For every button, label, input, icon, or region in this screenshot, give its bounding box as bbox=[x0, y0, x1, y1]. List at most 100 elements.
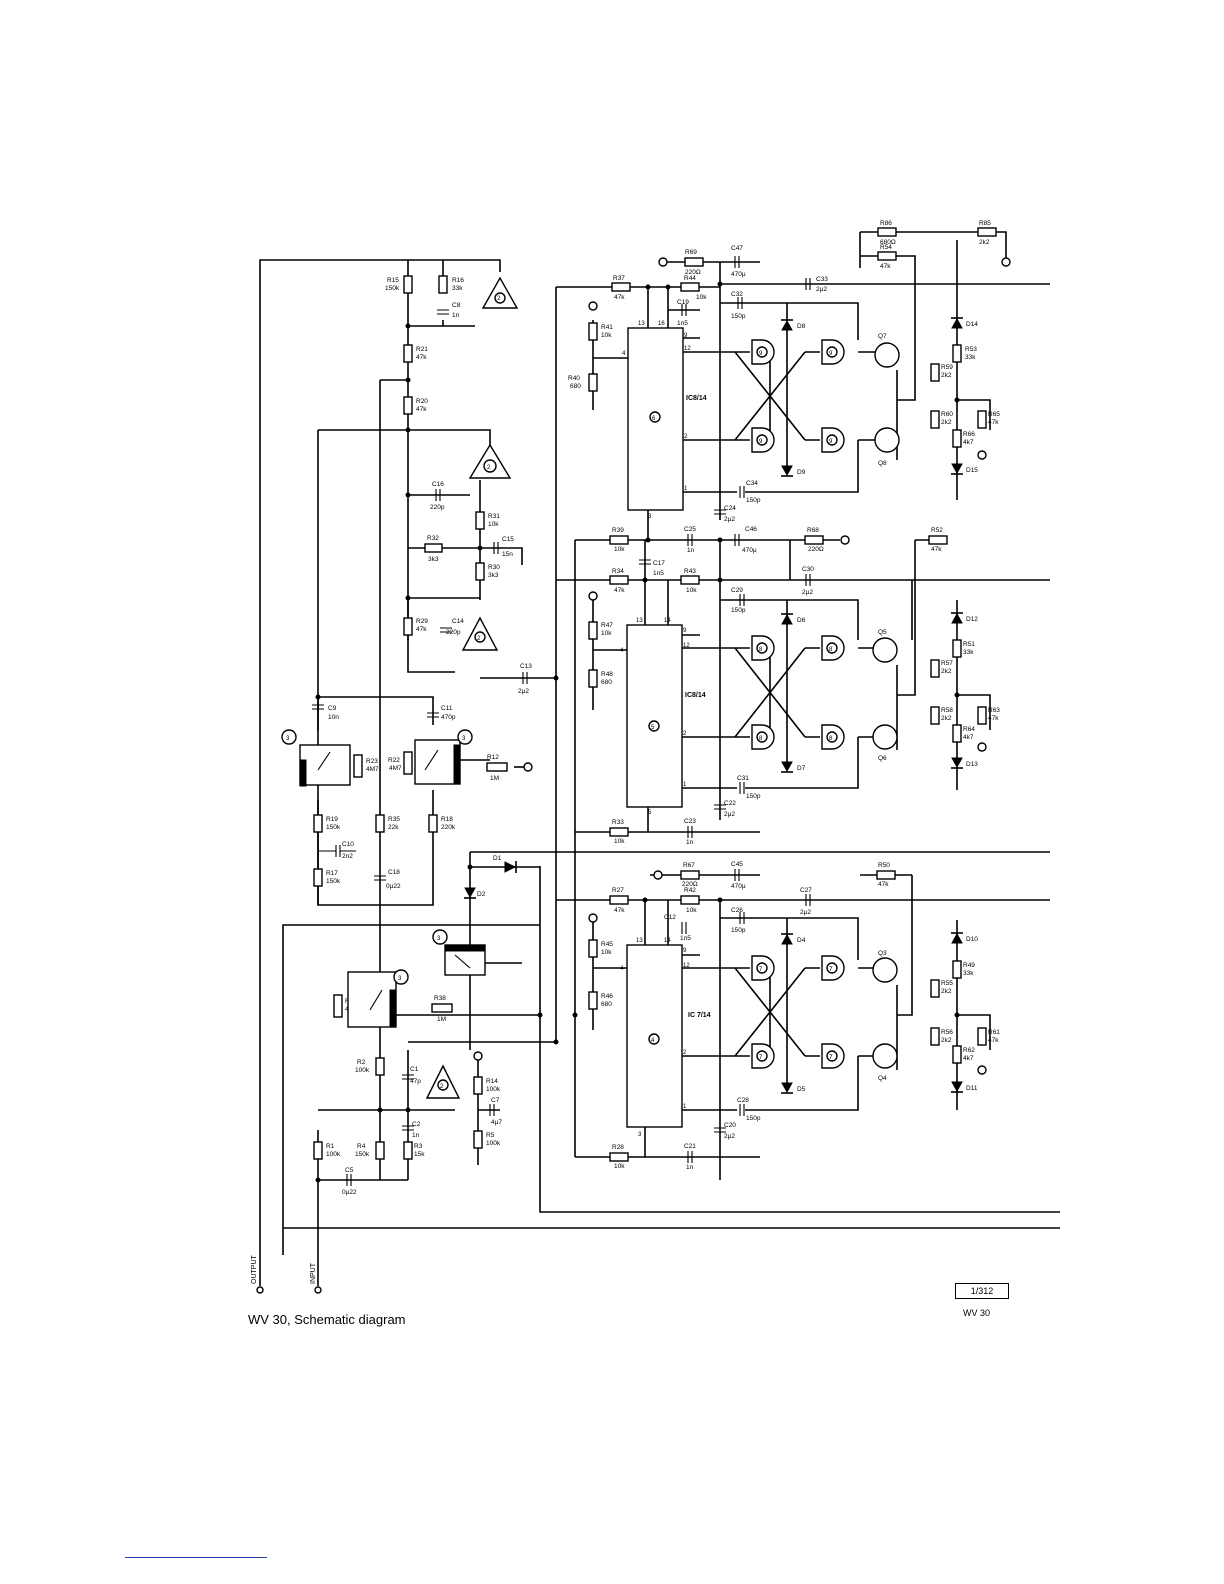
svg-text:1M: 1M bbox=[437, 1016, 446, 1023]
svg-text:2μ2: 2μ2 bbox=[800, 909, 811, 916]
middle-components: R39 10k C25 1n C46 470μ R68 220Ω R52 47k… bbox=[588, 526, 1000, 846]
svg-text:R19: R19 bbox=[326, 816, 338, 823]
svg-text:R69: R69 bbox=[685, 249, 697, 256]
svg-text:Q5: Q5 bbox=[878, 629, 887, 636]
svg-text:22k: 22k bbox=[388, 824, 399, 831]
svg-text:33k: 33k bbox=[963, 970, 974, 977]
svg-text:C31: C31 bbox=[737, 775, 749, 782]
svg-text:D12: D12 bbox=[966, 616, 978, 623]
resistor-R1 bbox=[313, 1141, 323, 1160]
svg-text:R47: R47 bbox=[601, 622, 613, 629]
svg-text:4k7: 4k7 bbox=[963, 1055, 974, 1062]
channel-bottom: 4 IC 7/14 13 14 4 12 2 1 3 9 7 7 7 7 bbox=[588, 870, 991, 1180]
svg-text:7: 7 bbox=[759, 967, 763, 973]
svg-text:47k: 47k bbox=[614, 907, 625, 914]
svg-text:C22: C22 bbox=[724, 800, 736, 807]
svg-text:8: 8 bbox=[829, 647, 833, 653]
svg-text:D15: D15 bbox=[966, 467, 978, 474]
svg-text:IC8/14: IC8/14 bbox=[685, 692, 706, 699]
svg-text:3: 3 bbox=[437, 936, 441, 942]
svg-text:2k2: 2k2 bbox=[941, 668, 952, 675]
svg-text:9: 9 bbox=[683, 628, 687, 634]
svg-text:8: 8 bbox=[829, 736, 833, 742]
svg-text:150k: 150k bbox=[326, 878, 341, 885]
svg-text:R37: R37 bbox=[613, 275, 625, 282]
svg-text:6: 6 bbox=[652, 416, 656, 422]
svg-text:1n5: 1n5 bbox=[680, 935, 691, 942]
svg-text:D5: D5 bbox=[797, 1086, 806, 1093]
svg-text:C19: C19 bbox=[677, 299, 689, 306]
input-label: INPUT bbox=[310, 1262, 317, 1284]
drawing-reference-sub: WV 30 bbox=[963, 1308, 991, 1318]
svg-text:C7: C7 bbox=[491, 1097, 500, 1104]
svg-text:2: 2 bbox=[683, 731, 687, 737]
svg-text:C29: C29 bbox=[731, 587, 743, 594]
resistor-R3 bbox=[403, 1141, 413, 1160]
svg-text:13: 13 bbox=[636, 618, 643, 624]
svg-text:C46: C46 bbox=[745, 526, 757, 533]
svg-text:D8: D8 bbox=[797, 323, 806, 330]
svg-text:15k: 15k bbox=[414, 1151, 425, 1158]
svg-text:33k: 33k bbox=[452, 285, 463, 292]
svg-text:220p: 220p bbox=[430, 504, 445, 511]
svg-text:9: 9 bbox=[829, 351, 833, 357]
svg-text:1n: 1n bbox=[686, 1164, 694, 1171]
drawing-reference-box: 1/312 bbox=[955, 1283, 1009, 1299]
svg-text:C12: C12 bbox=[664, 914, 676, 921]
svg-text:R65: R65 bbox=[988, 411, 1000, 418]
svg-text:680: 680 bbox=[601, 679, 612, 686]
svg-text:D7: D7 bbox=[797, 765, 806, 772]
svg-text:470μ: 470μ bbox=[742, 547, 757, 554]
svg-text:220Ω: 220Ω bbox=[682, 881, 698, 888]
svg-text:220k: 220k bbox=[441, 824, 456, 831]
svg-text:C27: C27 bbox=[800, 887, 812, 894]
svg-text:150p: 150p bbox=[731, 927, 746, 934]
svg-text:C30: C30 bbox=[802, 566, 814, 573]
svg-text:2n2: 2n2 bbox=[342, 853, 353, 860]
svg-text:IC8/14: IC8/14 bbox=[686, 395, 707, 402]
svg-text:R27: R27 bbox=[612, 887, 624, 894]
switch-s1 bbox=[299, 744, 351, 786]
svg-text:R38: R38 bbox=[434, 995, 446, 1002]
svg-text:47k: 47k bbox=[416, 354, 427, 361]
svg-text:10k: 10k bbox=[686, 907, 697, 914]
svg-text:1n5: 1n5 bbox=[653, 570, 664, 577]
svg-text:R20: R20 bbox=[416, 398, 428, 405]
ic-middle bbox=[626, 624, 683, 808]
svg-text:1: 1 bbox=[683, 1104, 687, 1110]
svg-text:2μ2: 2μ2 bbox=[724, 516, 735, 523]
svg-text:R61: R61 bbox=[988, 1029, 1000, 1036]
svg-text:2μ2: 2μ2 bbox=[518, 688, 529, 695]
svg-text:10k: 10k bbox=[614, 838, 625, 845]
switch-s2 bbox=[414, 739, 461, 785]
svg-text:R86: R86 bbox=[880, 220, 892, 227]
svg-text:1n5: 1n5 bbox=[677, 320, 688, 327]
svg-text:2: 2 bbox=[684, 434, 688, 440]
resistor-R38 bbox=[431, 1003, 453, 1013]
svg-text:C14: C14 bbox=[452, 618, 464, 625]
svg-text:2: 2 bbox=[683, 1050, 687, 1056]
svg-text:100k: 100k bbox=[486, 1140, 501, 1147]
svg-text:C32: C32 bbox=[731, 291, 743, 298]
svg-text:2μ2: 2μ2 bbox=[802, 589, 813, 596]
svg-text:0μ22: 0μ22 bbox=[342, 1189, 357, 1196]
svg-text:3: 3 bbox=[648, 514, 652, 520]
svg-text:C5: C5 bbox=[345, 1167, 354, 1174]
transistor-Q8 bbox=[874, 427, 900, 453]
svg-text:2k2: 2k2 bbox=[941, 988, 952, 995]
svg-text:C10: C10 bbox=[342, 841, 354, 848]
svg-text:1M: 1M bbox=[490, 775, 499, 782]
svg-text:R63: R63 bbox=[988, 707, 1000, 714]
svg-text:C47: C47 bbox=[731, 245, 743, 252]
svg-text:100k: 100k bbox=[355, 1067, 370, 1074]
svg-text:D9: D9 bbox=[797, 469, 806, 476]
frame-wires bbox=[259, 259, 1060, 1255]
svg-text:R41: R41 bbox=[601, 324, 613, 331]
svg-text:4k7: 4k7 bbox=[963, 439, 974, 446]
svg-text:Q8: Q8 bbox=[878, 460, 887, 467]
svg-text:150p: 150p bbox=[731, 607, 746, 614]
svg-text:4k7: 4k7 bbox=[963, 734, 974, 741]
svg-text:R56: R56 bbox=[941, 1029, 953, 1036]
svg-text:4M7: 4M7 bbox=[389, 765, 402, 772]
